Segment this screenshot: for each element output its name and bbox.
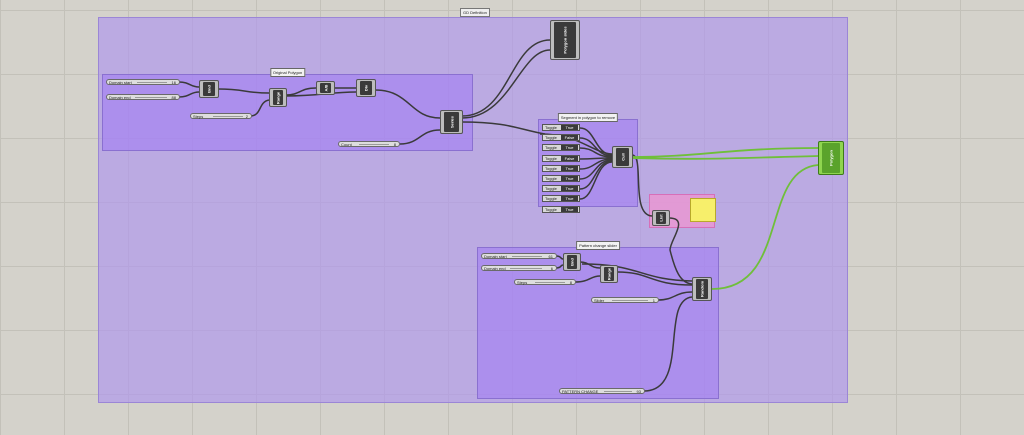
group-original-polygon[interactable]: Original Polygon [102,68,473,151]
toggle-value[interactable]: True [561,186,578,192]
wire [399,129,441,145]
wire [461,39,551,117]
slider-track [137,82,167,83]
group-title-pattern: Pattern change slider [576,241,620,250]
slider-track [612,300,648,301]
toggle-value[interactable]: True [561,206,578,212]
wire-green [631,147,819,158]
wire [574,275,601,283]
toggle-6[interactable]: Toggle True [542,185,580,193]
toggle-label: Toggle [545,165,557,171]
toggle-label: Toggle [545,186,557,192]
wire [285,87,317,96]
wire-green [711,164,819,290]
toggle-4[interactable]: Toggle True [542,164,580,172]
toggle-value[interactable]: True [561,145,578,151]
wire [617,271,693,286]
toggle-value[interactable]: False [561,155,578,161]
wire [249,99,270,117]
slider-pattern-steps[interactable]: Steps 8 [514,279,576,285]
toggle-5[interactable]: Toggle True [542,175,580,182]
wire [178,81,200,88]
toggle-label: Toggle [545,135,557,141]
wire [461,121,546,135]
toggle-7[interactable]: Toggle True [542,195,580,203]
wire [579,157,613,160]
wire [555,264,564,269]
toggle-0[interactable]: Toggle True [542,124,580,131]
slider-pattern-domain-end[interactable]: Domain end 6 [481,265,557,271]
series-component[interactable]: Series [440,110,463,134]
slider-domain-start[interactable]: Domain start 16 [106,79,180,85]
wire [668,217,693,285]
random-component[interactable]: Random [692,277,712,301]
wire [374,89,441,119]
slider-count[interactable]: Count 8 [338,141,400,147]
toggle-value[interactable]: True [561,176,578,181]
slider-track [535,282,565,283]
definition-label: GD Definition [460,8,490,17]
toggle-label: Toggle [545,176,557,181]
slider-track [213,116,243,117]
slider-domain-end[interactable]: Domain end 88 [106,94,180,100]
group-title-original: Original Polygon [269,68,306,77]
toggle-label: Toggle [545,125,557,130]
wire [178,91,200,98]
wire [579,127,613,156]
toggle-value[interactable]: True [561,165,578,171]
pattern-range-component[interactable]: Range [600,265,618,283]
toggle-label: Toggle [545,145,557,151]
pattern-bnd-component[interactable]: Bnd [563,253,581,271]
toggle-label: Toggle [545,206,557,212]
slider-pattern-domain-start[interactable]: Domain start 61 [481,253,557,259]
wire [217,88,270,94]
wire [579,261,601,269]
wire [579,147,613,158]
group-title-segment: Segment in polygon to remove [557,113,619,122]
cull-component[interactable]: Cull [612,146,633,168]
wire [579,137,613,157]
slider-pattern-change[interactable]: PATTERN CHANGE 93 [559,388,645,394]
toggle-value[interactable]: True [561,125,578,130]
wire [555,255,564,260]
wire [461,49,551,119]
toggle-2[interactable]: Toggle True [542,144,580,152]
toggle-8[interactable]: Toggle True [542,205,580,213]
slider-pattern-slider[interactable]: Slider 1 [591,297,659,303]
wire [579,161,613,200]
wire [657,291,693,301]
output-panel[interactable] [690,198,716,222]
group-pattern-slider[interactable]: Pattern change slider [477,241,719,399]
range-component[interactable]: Range [269,88,287,107]
toggle-label: Toggle [545,155,557,161]
slider-track [510,268,542,269]
toggle-3[interactable]: Toggle False [542,154,580,162]
wire [579,158,613,170]
group-segment-remove[interactable]: Segment in polygon to remove [538,113,638,207]
bnd-component[interactable]: Bnd [199,80,219,98]
wire [581,263,693,282]
toggle-value[interactable]: True [561,196,578,202]
toggle-label: Toggle [545,196,557,202]
toggle-value[interactable]: False [561,135,578,141]
ab-component[interactable]: A/B [316,81,335,95]
slider-track [359,144,389,145]
slider-track [512,256,542,257]
slider-track [135,97,167,98]
wire [643,296,693,392]
polygon-component[interactable]: Polygon [818,141,844,175]
polygon-sides-component[interactable]: Polygon sides [550,20,580,60]
wire [579,159,613,180]
div-component[interactable]: Div [356,79,376,97]
wire [579,160,613,190]
slider-track [604,391,632,392]
wire [631,154,653,217]
slider-steps[interactable]: Steps 2 [190,113,252,119]
list-component[interactable]: List [652,210,670,226]
wire-green [631,155,819,160]
toggle-1[interactable]: Toggle False [542,134,580,142]
